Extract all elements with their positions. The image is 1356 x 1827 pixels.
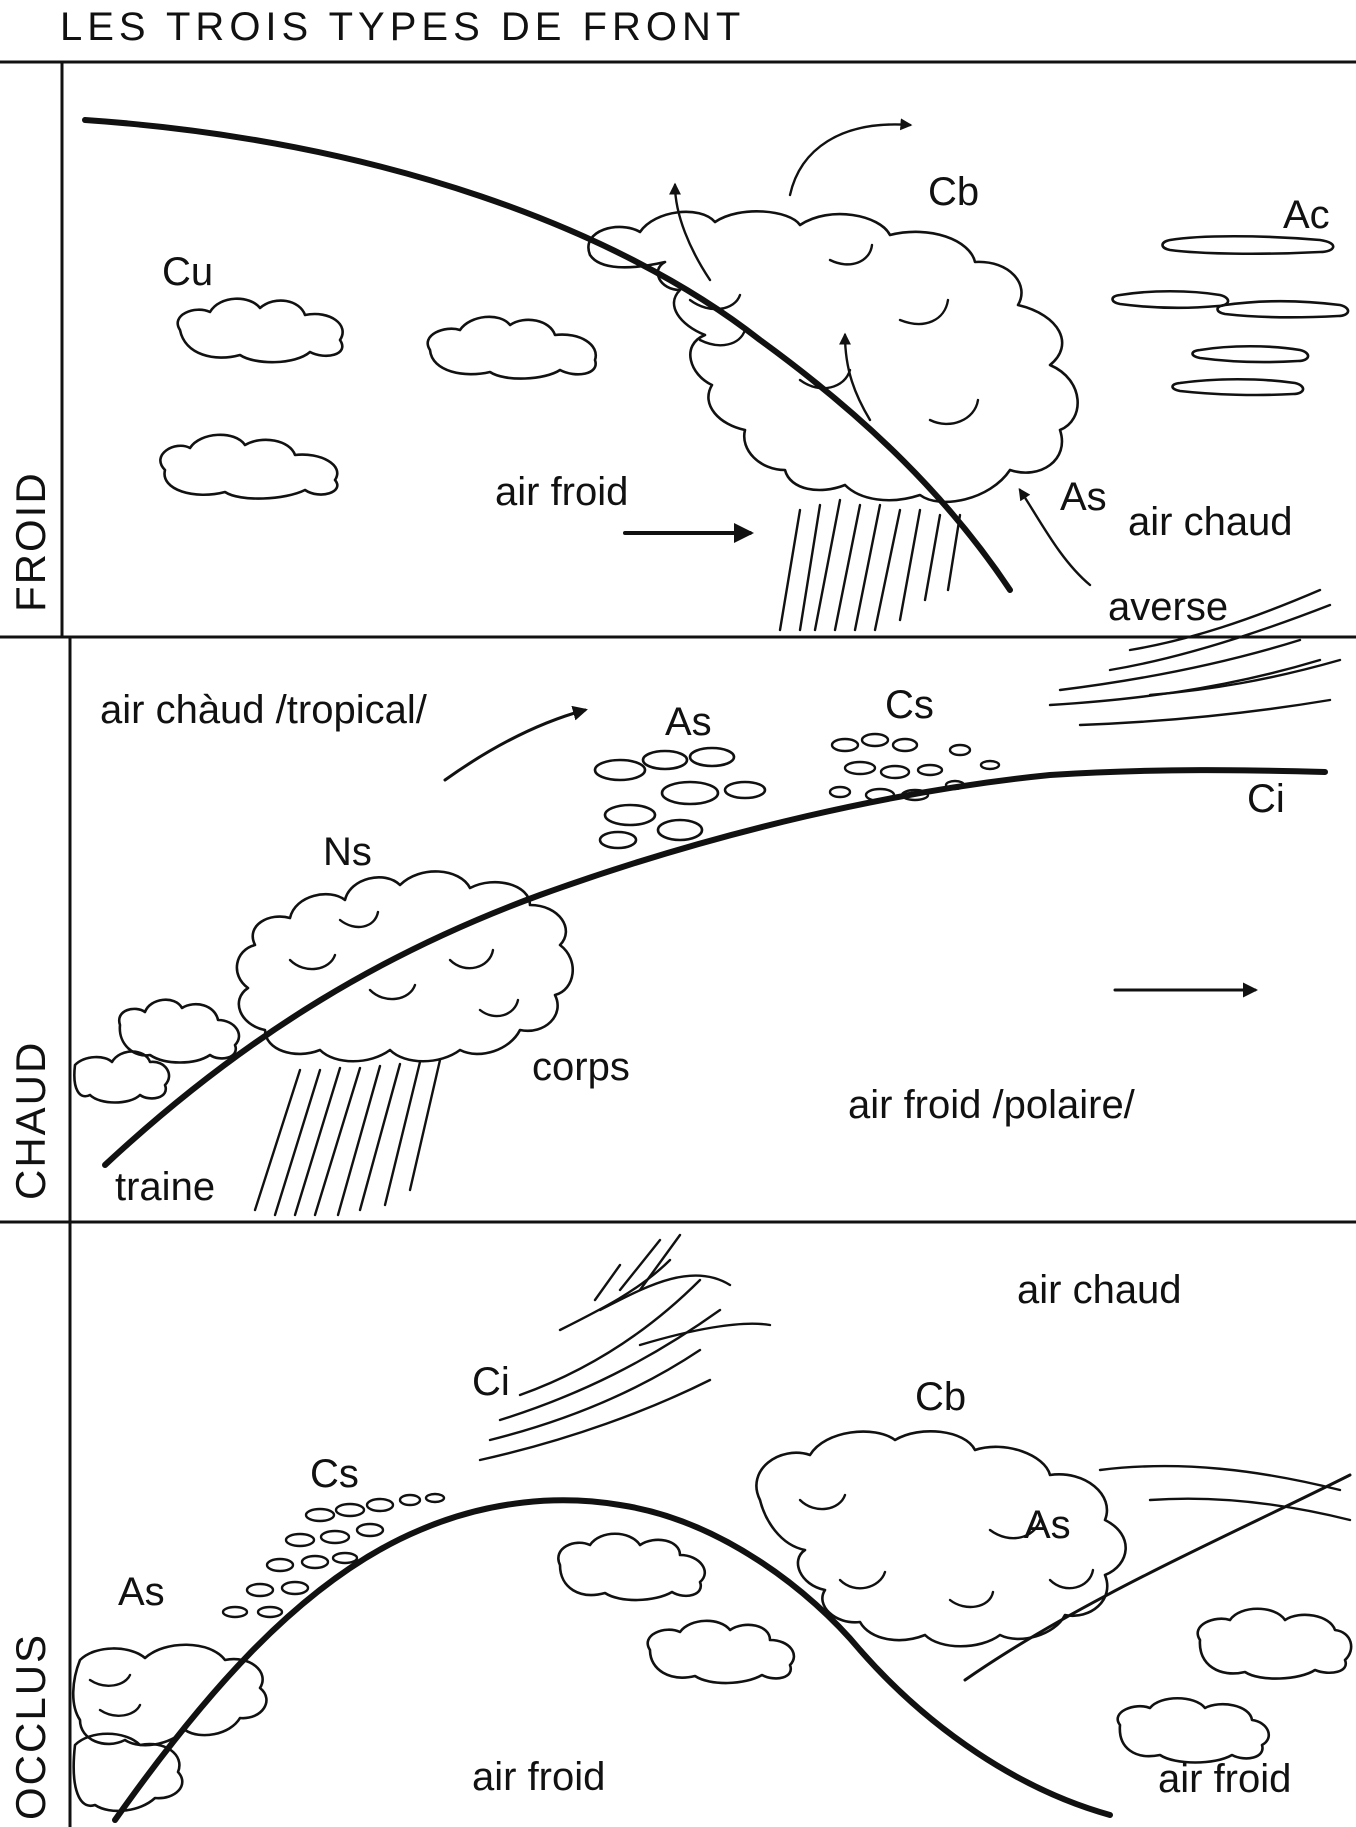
cumulus-cloud [117, 998, 241, 1064]
label-averse: averse [1108, 585, 1228, 629]
updraft-arrow [1018, 488, 1092, 587]
cold-front-line [82, 117, 1013, 593]
rain-shower [253, 1058, 442, 1217]
label-air-chaud: air chaud [1128, 500, 1293, 544]
label-air-chaud-tropical: air chàud /tropical/ [100, 688, 428, 732]
cumulus-cloud [426, 315, 598, 380]
cumulus-cloud [1116, 1697, 1271, 1764]
label-ci: Ci [472, 1360, 510, 1404]
cumulus-cloud [557, 1532, 707, 1602]
label-as: As [665, 700, 712, 744]
upper-front-line [963, 1473, 1352, 1682]
cumulus-cloud [1196, 1607, 1353, 1680]
cirrus-streaks [1048, 588, 1342, 727]
label-air-froid-right: air froid [1158, 1757, 1291, 1801]
label-air-froid: air froid [495, 470, 628, 514]
side-label-chaud: CHAUD [7, 1041, 54, 1200]
label-cb: Cb [928, 170, 979, 214]
cumulus-cloud [176, 297, 344, 364]
label-ns: Ns [323, 830, 372, 874]
cirrostratus-ovals [828, 732, 1001, 803]
cumulus-cloud [73, 1050, 171, 1104]
nimbostratus-cloud [235, 870, 575, 1063]
altostratus-cloud [71, 1643, 268, 1747]
warm-front-line [102, 767, 1328, 1168]
rain-shower [778, 498, 962, 632]
cumulonimbus-cloud [755, 1429, 1127, 1648]
label-as: As [1060, 475, 1107, 519]
label-cb: Cb [915, 1375, 966, 1419]
label-air-froid-left: air froid [472, 1755, 605, 1799]
altocumulus-streaks [1111, 234, 1350, 397]
altostratus-ovals [593, 746, 767, 850]
label-ac: Ac [1283, 193, 1330, 237]
diagram-title: LES TROIS TYPES DE FRONT [60, 5, 745, 49]
label-traine: traine [115, 1165, 215, 1209]
label-ci: Ci [1247, 777, 1285, 821]
panel-froid: Cb Ac Cu air froid As air chaud averse [82, 117, 1350, 632]
label-corps: corps [532, 1045, 630, 1089]
altostratus-cloud [72, 1732, 184, 1813]
cumulonimbus-cloud [587, 210, 1079, 504]
label-as-cloud: As [1024, 1503, 1071, 1547]
label-as-left: As [118, 1570, 165, 1614]
panel-frame [0, 60, 1356, 1827]
occluded-front-line [112, 1497, 1113, 1823]
panel-occlus: air chaud Ci Cb Cs As As air froid air f… [71, 1233, 1353, 1823]
label-cu: Cu [162, 250, 213, 294]
label-cs: Cs [885, 683, 934, 727]
warm-air-arrow [443, 705, 588, 782]
cumulus-cloud [159, 433, 339, 500]
label-air-froid-polaire: air froid /polaire/ [848, 1083, 1136, 1127]
side-label-occlus: OCCLUS [7, 1633, 54, 1820]
label-cs: Cs [310, 1452, 359, 1496]
cirrostratus-ovals [221, 1492, 446, 1619]
updraft-arrow [839, 332, 872, 422]
updraft-arrow [788, 118, 913, 197]
label-air-chaud: air chaud [1017, 1268, 1182, 1312]
cirrus-streaks [478, 1233, 772, 1462]
cumulus-cloud [646, 1619, 796, 1685]
updraft-arrow [669, 182, 712, 282]
side-label-froid: FROID [7, 471, 54, 612]
panel-chaud: air chàud /tropical/ As Cs Ci Ns corps a… [73, 588, 1342, 1217]
